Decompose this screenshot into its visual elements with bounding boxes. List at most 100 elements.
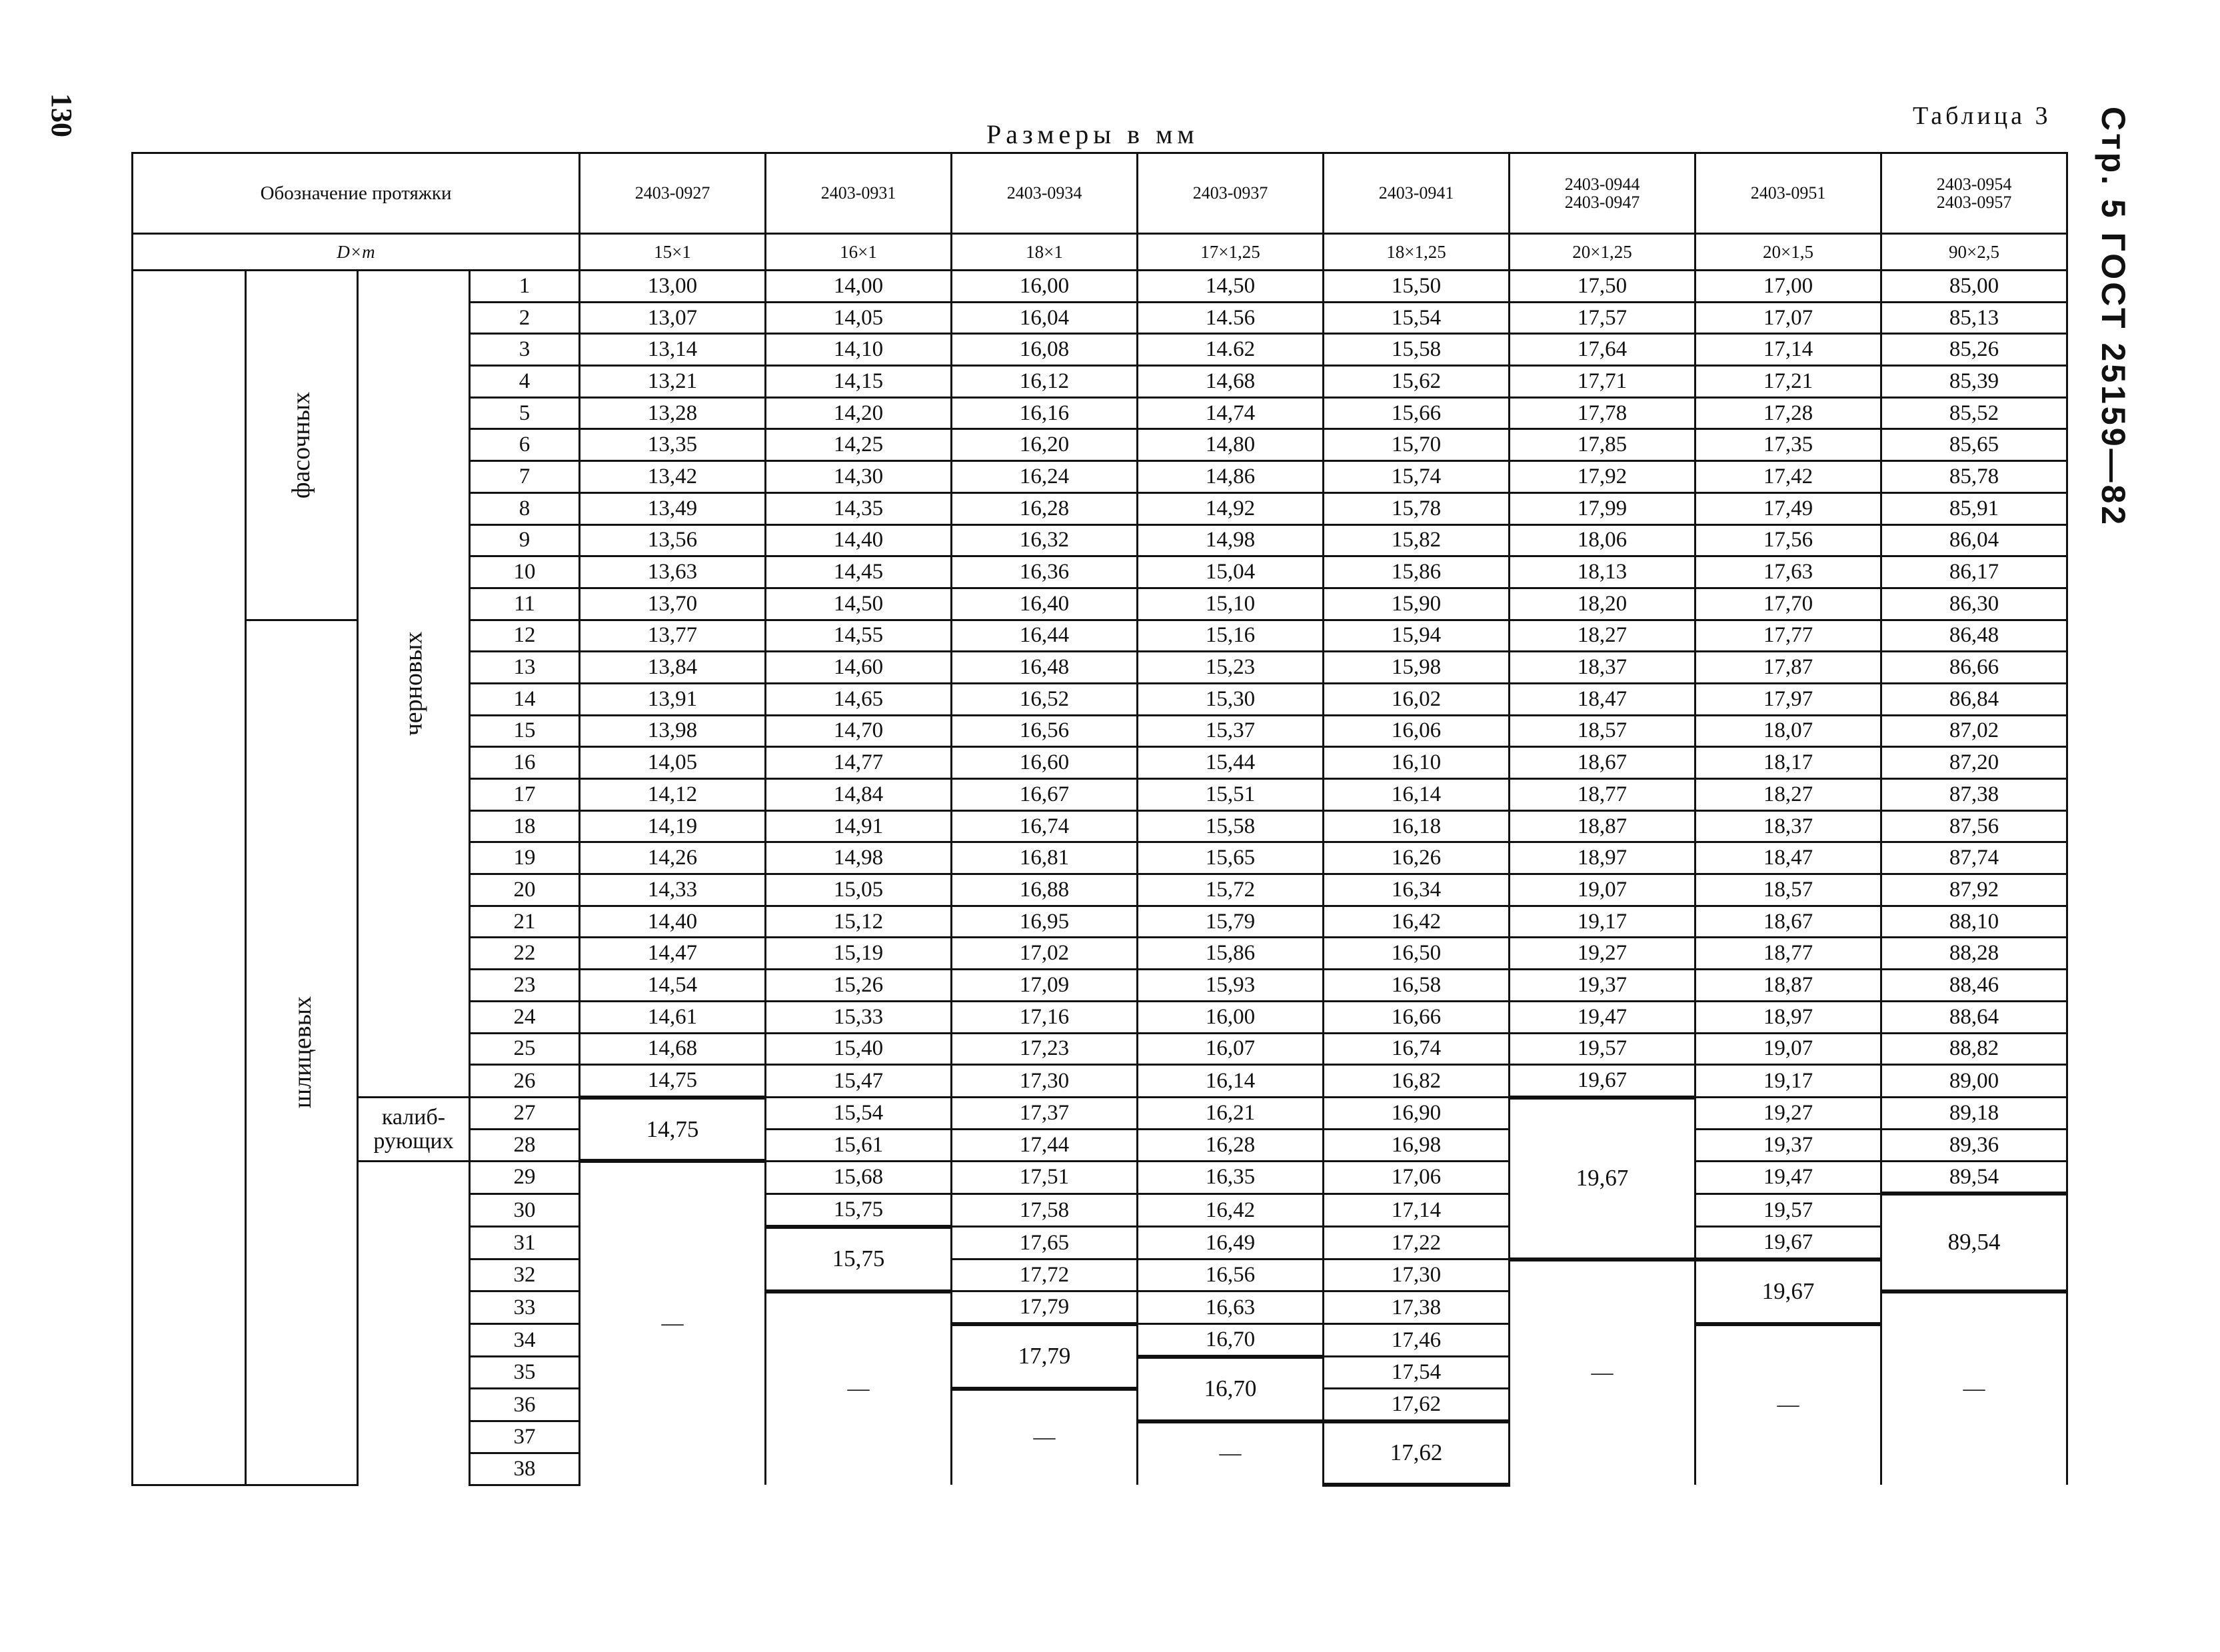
tooth-type-chamfer-text: фасочных [287,391,316,498]
diameter-value: 19,67 [1508,1095,1697,1261]
tooth-number: 22 [468,936,581,971]
diameter-value: 15,33 [764,1000,953,1034]
diameter-value: 15,44 [1136,746,1325,780]
diameter-value: 16,12 [950,365,1139,399]
diameter-value: 16,36 [950,555,1139,589]
gost-side-title: Стр. 5 ГОСТ 25159—82 [2095,107,2132,528]
tooth-number: 31 [468,1226,581,1261]
diameter-value: 86,30 [1880,586,2069,621]
diameter-value: 15,16 [1136,618,1325,653]
diameter-value: 86,17 [1880,555,2069,589]
tooth-number: 9 [468,523,581,558]
diameter-value: 85,78 [1880,460,2069,494]
tooth-number: 13 [468,650,581,684]
diameter-value: 18,27 [1694,778,1883,812]
diameter-value: 16,16 [950,396,1139,430]
diameter-value: 16,49 [1136,1226,1325,1261]
diameter-value: 15,94 [1322,618,1511,653]
tooth-number: 15 [468,714,581,748]
diameter-value: 15,68 [764,1160,953,1195]
tooth-number: 32 [468,1258,581,1292]
diameter-value: 17,38 [1322,1289,1511,1325]
diameter-value: 18,27 [1508,618,1697,653]
diameter-value: 17,22 [1322,1226,1511,1261]
page-number: 130 [45,93,78,137]
dm-value: 17×1,25 [1136,233,1325,271]
diameter-value: 86,66 [1880,650,2069,684]
diameter-value: 16,56 [950,714,1139,748]
diameter-value: 16,58 [1322,968,1511,1002]
diameter-value: 88,28 [1880,936,2069,971]
diameter-value: 16,82 [1322,1064,1511,1099]
diameter-value: 15,58 [1136,809,1325,844]
diameter-value: 17,30 [950,1064,1139,1099]
tooth-number: 17 [468,778,581,812]
diameter-value: 17,30 [1322,1258,1511,1292]
tooth-number: 12 [468,618,581,653]
tooth-number: 37 [468,1420,581,1454]
diameter-value: 14,60 [764,650,953,684]
diameter-value: 17,58 [950,1192,1139,1228]
diameter-value: 87,56 [1880,809,2069,844]
diameter-value: 16,48 [950,650,1139,684]
broach-code: 2403-0934 [950,152,1139,235]
no-value-dash: — [1880,1290,2069,1485]
diameter-value: 14,19 [578,809,767,844]
diameter-value: 17,62 [1322,1419,1511,1487]
diameter-value: 16,21 [1136,1096,1325,1131]
diameter-value: 85,13 [1880,301,2069,335]
dm-value: 20×1,25 [1508,233,1697,271]
tooth-number: 36 [468,1387,581,1423]
teeth-group-label: Номера и диаметры Di зубьев [131,269,247,1486]
diameter-value: 17,56 [1694,523,1883,558]
diameter-value: 18,87 [1508,809,1697,844]
diameter-value: 14,50 [1136,269,1325,303]
diameter-value: 14,47 [578,936,767,971]
diameter-value: 16,42 [1322,904,1511,939]
tooth-number: 28 [468,1128,581,1162]
tooth-number: 1 [468,269,581,303]
tooth-type-rough: черновых [357,269,471,1099]
diameter-value: 13,21 [578,365,767,399]
no-value-dash: — [1136,1420,1325,1485]
diameter-value: 14,15 [764,365,953,399]
diameter-value: 14,75 [578,1095,767,1164]
diameter-value: 17,28 [1694,396,1883,430]
diameter-value: 88,64 [1880,1000,2069,1034]
tooth-number: 18 [468,809,581,844]
diameter-value: 16,52 [950,682,1139,716]
diameter-value: 15,54 [764,1096,953,1131]
diameter-value: 14,20 [764,396,953,430]
diameter-value: 17,35 [1694,428,1883,462]
diameter-value: 89,36 [1880,1128,2069,1162]
diameter-value: 14,35 [764,491,953,526]
diameter-value: 14,75 [578,1064,767,1099]
tooth-number: 5 [468,396,581,430]
diameter-value: 16,90 [1322,1096,1511,1131]
diameter-value: 14,68 [1136,365,1325,399]
diameter-value: 15,75 [764,1192,953,1228]
diameter-value: 14,98 [1136,523,1325,558]
sizes-caption: Размеры в мм [986,119,1199,149]
diameter-value: 16,14 [1322,778,1511,812]
dm-value: 90×2,5 [1880,233,2069,271]
diameter-value: 14.62 [1136,333,1325,367]
diameter-value: 15,72 [1136,873,1325,907]
diameter-value: 18,37 [1694,809,1883,844]
diameter-value: 85,26 [1880,333,2069,367]
diameter-value: 17,50 [1508,269,1697,303]
diameter-value: 16,10 [1322,746,1511,780]
diameter-value: 14,40 [578,904,767,939]
diameter-value: 14,61 [578,1000,767,1034]
diameter-value: 17,57 [1508,301,1697,335]
diameter-value: 17,79 [950,1289,1139,1325]
diameter-value: 15,47 [764,1064,953,1099]
diameter-value: 14,25 [764,428,953,462]
tooth-type-spline: шлицевых [245,618,359,1486]
